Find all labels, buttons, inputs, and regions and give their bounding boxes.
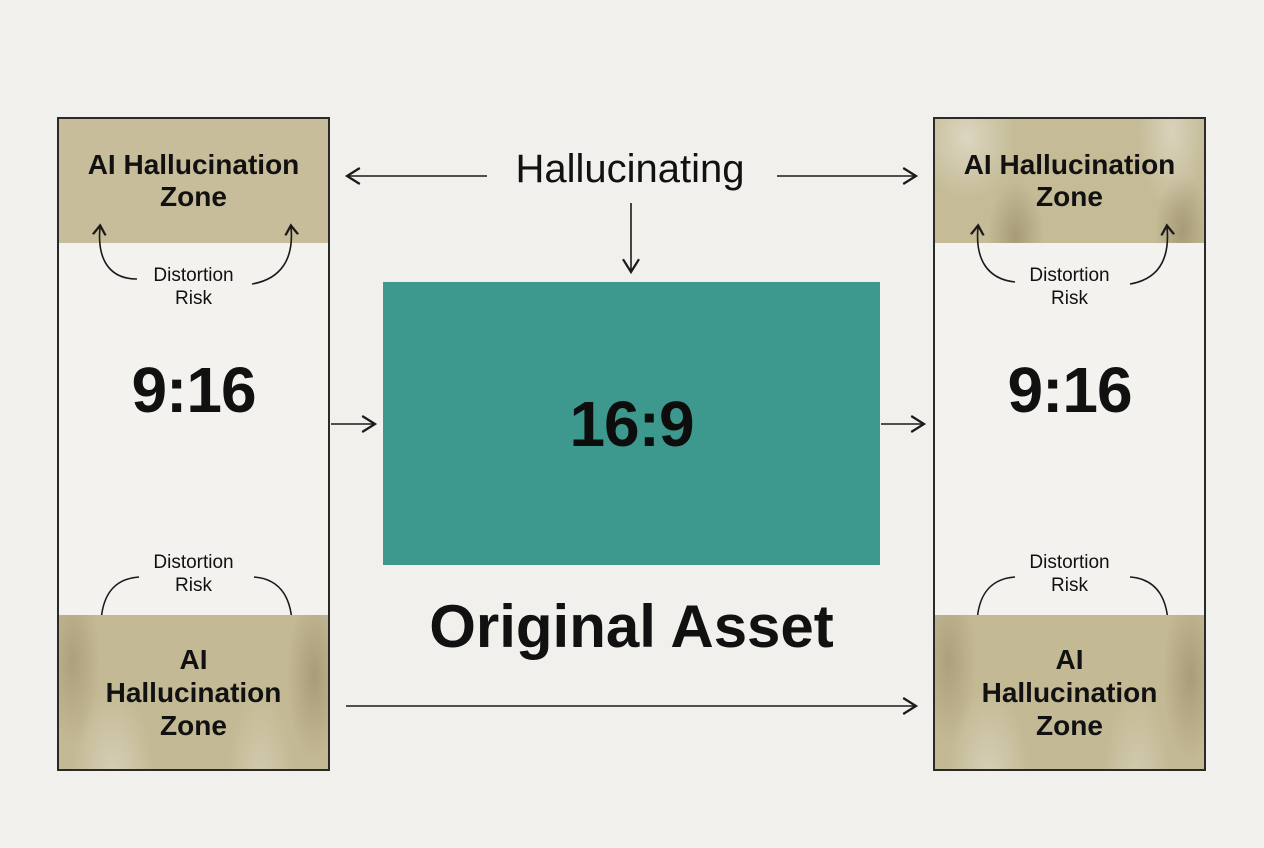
right-ratio-label: 9:16 — [1007, 354, 1132, 426]
left-top-risk-arrow-left — [100, 227, 138, 280]
right-portrait-panel: AI Hallucination Zone Distortion Risk 9:… — [933, 117, 1206, 771]
left-bottom-distortion-risk: Distortion Risk — [153, 552, 234, 596]
left-top-risk-arrow-right — [251, 227, 291, 285]
right-top-risk-arrow-right — [1129, 227, 1167, 285]
right-bottom-zone-label: AI Hallucination Zone — [981, 643, 1158, 741]
right-top-distortion-risk: Distortion Risk — [1029, 265, 1110, 309]
left-top-zone-label: AI Hallucination Zone — [87, 149, 300, 212]
center-ratio-label: 16:9 — [569, 387, 694, 460]
left-portrait-panel: AI Hallucination Zone Distortion Risk 9:… — [57, 117, 330, 771]
right-bottom-hallucination-zone: AI Hallucination Zone — [935, 615, 1204, 769]
original-asset-caption: Original Asset — [429, 593, 834, 660]
left-top-distortion-risk: Distortion Risk — [153, 265, 234, 309]
hallucinating-heading: Hallucinating — [515, 147, 745, 191]
right-bottom-distortion-risk: Distortion Risk — [1029, 552, 1110, 596]
right-top-hallucination-zone: AI Hallucination Zone — [935, 119, 1204, 243]
left-ratio-label: 9:16 — [131, 354, 256, 426]
right-top-risk-arrow-left — [978, 227, 1016, 283]
left-bottom-hallucination-zone: AI Hallucination Zone — [59, 615, 328, 769]
original-asset-box: 16:9 — [383, 282, 880, 565]
left-top-hallucination-zone: AI Hallucination Zone — [59, 119, 328, 243]
left-bottom-zone-label: AI Hallucination Zone — [105, 643, 282, 741]
right-top-zone-label: AI Hallucination Zone — [963, 149, 1176, 212]
